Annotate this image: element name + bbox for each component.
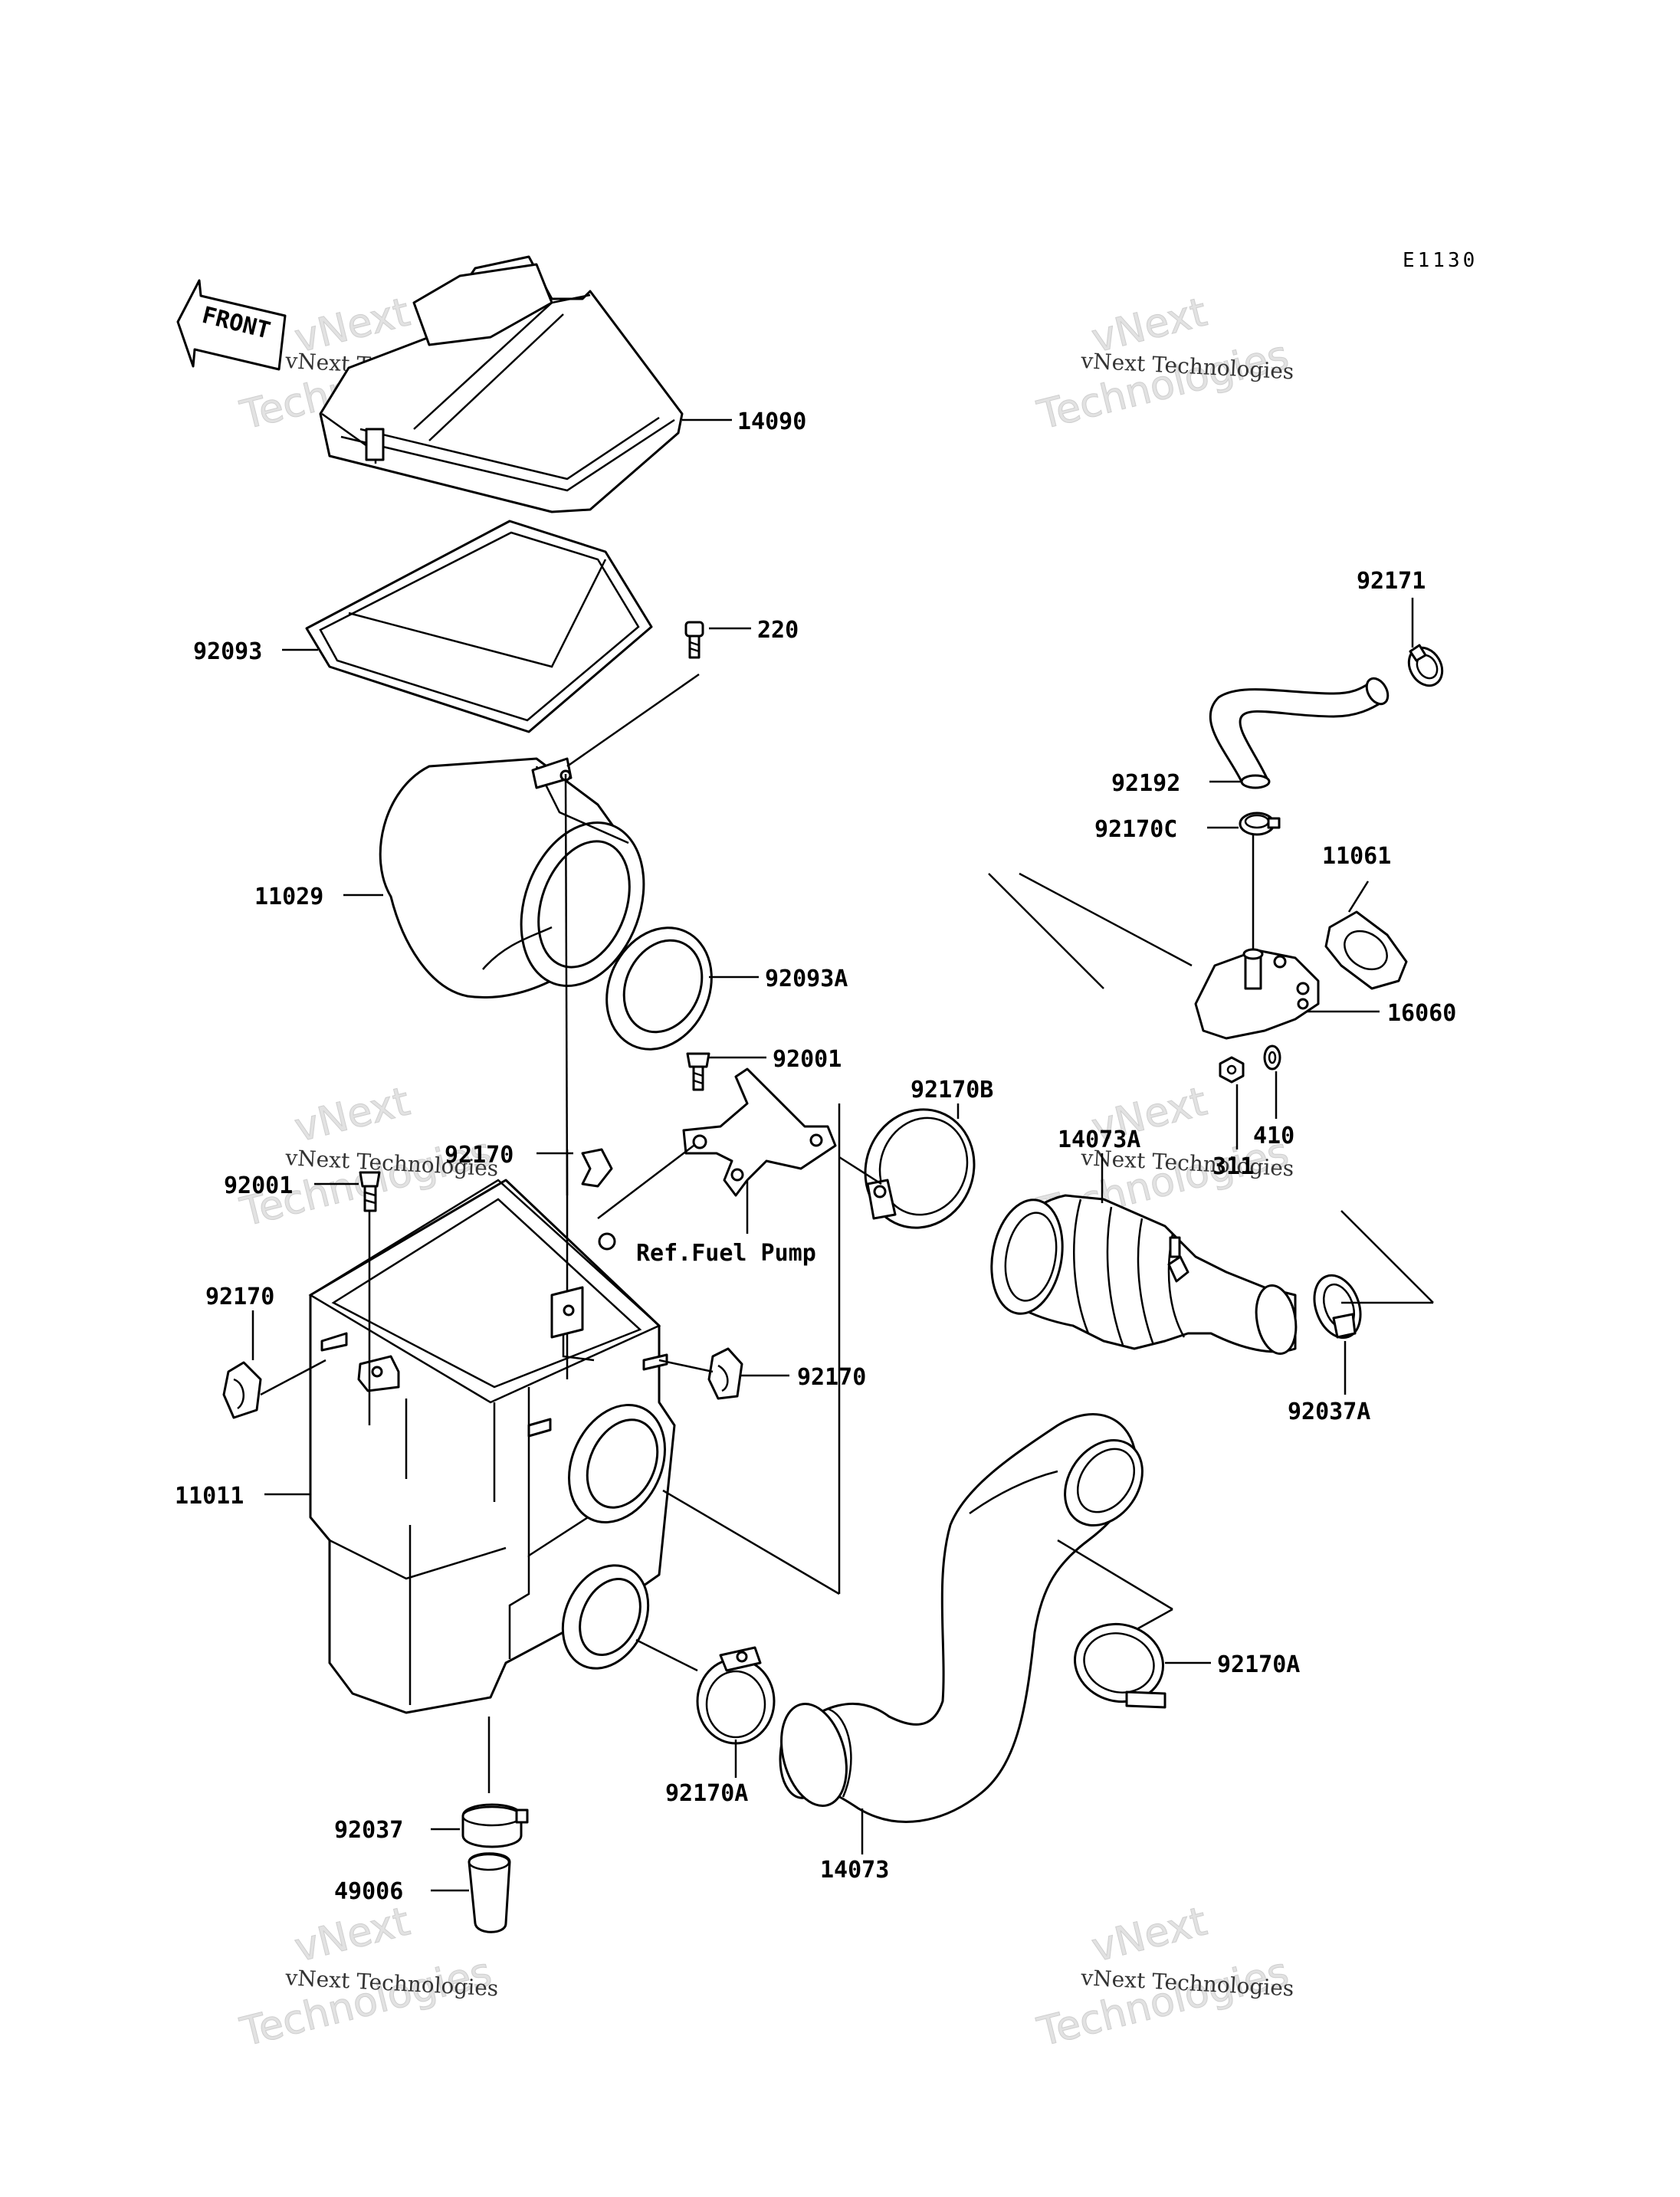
callout-labels: 14090 92093 220 11029 92093A 92001 92001… xyxy=(175,408,1456,1905)
callout-92170-right: 92170 xyxy=(797,1364,866,1391)
callout-92170a-right: 92170A xyxy=(1217,1651,1300,1678)
callout-92093: 92093 xyxy=(193,638,262,665)
clamp-92170a-lower xyxy=(696,1646,776,1745)
callout-410: 410 xyxy=(1253,1123,1294,1149)
watermark-big-top: vNext xyxy=(1088,1899,1212,1972)
intake-boot-14073a xyxy=(990,1194,1298,1356)
callout-92192: 92192 xyxy=(1111,770,1180,797)
callout-92001-lower: 92001 xyxy=(224,1172,293,1199)
clip-92170-top xyxy=(581,1148,613,1188)
callout-14090: 14090 xyxy=(737,408,806,435)
fuel-pump-bracket xyxy=(682,1067,837,1197)
callout-92037: 92037 xyxy=(334,1817,403,1844)
callout-92093a: 92093A xyxy=(765,966,848,992)
gasket-11061 xyxy=(1324,910,1408,990)
nut-311 xyxy=(1219,1056,1245,1084)
breather-fitting-16060 xyxy=(1194,948,1320,1040)
clamp-92170b xyxy=(864,1108,976,1229)
watermark-top-right: vNext Technologies vNext Technologies xyxy=(1032,289,1294,439)
watermark-big-top: vNext xyxy=(290,1899,415,1972)
intake-duct-14073 xyxy=(779,1413,1144,1823)
breather-hose-92192 xyxy=(1209,677,1390,789)
callout-11029: 11029 xyxy=(254,884,323,910)
callout-16060: 16060 xyxy=(1387,1000,1456,1027)
callout-49006: 49006 xyxy=(334,1878,403,1905)
air-filter-element xyxy=(379,757,645,998)
clamp-92171 xyxy=(1407,644,1444,687)
watermark-big-bottom: Technologies xyxy=(1033,1949,1294,2056)
seal-ring-92093a xyxy=(605,926,713,1051)
watermark-big-bottom: Technologies xyxy=(236,1949,497,2056)
callout-92001-upper: 92001 xyxy=(773,1046,842,1073)
clip-92170-right xyxy=(707,1347,743,1400)
air-cleaner-cover xyxy=(319,255,684,513)
callout-92170a-lower: 92170A xyxy=(665,1780,748,1807)
callout-311: 311 xyxy=(1212,1153,1254,1180)
case-lower-outlet xyxy=(561,1564,650,1670)
washer-410 xyxy=(1263,1044,1281,1071)
callout-14073a: 14073A xyxy=(1058,1126,1140,1153)
watermark-bottom-right: vNext Technologies vNext Technologies xyxy=(1032,1898,1294,2056)
callout-92171: 92171 xyxy=(1357,568,1426,595)
callout-92170c: 92170C xyxy=(1094,816,1177,843)
callout-220: 220 xyxy=(757,617,799,644)
tube-49006 xyxy=(468,1852,511,1933)
clamp-92037a xyxy=(1313,1274,1362,1340)
callout-92170-left: 92170 xyxy=(205,1284,274,1310)
leader-lines xyxy=(251,418,1434,1892)
bolt-92001-upper xyxy=(686,1052,710,1091)
callout-92037a: 92037A xyxy=(1288,1399,1370,1425)
callout-14073: 14073 xyxy=(820,1857,889,1884)
gasket-92093 xyxy=(305,520,653,733)
clamp-92170c xyxy=(1239,812,1281,836)
clamp-92170a-right xyxy=(1074,1622,1166,1709)
diagram-code: E1130 xyxy=(1403,249,1478,272)
case-outlet-boot xyxy=(568,1403,666,1524)
clip-92170-left xyxy=(222,1361,262,1419)
callout-11061: 11061 xyxy=(1322,843,1391,870)
watermark-bottom-left: vNext Technologies vNext Technologies xyxy=(235,1898,499,2056)
callout-11011: 11011 xyxy=(175,1483,244,1510)
screw-220 xyxy=(684,621,704,659)
callout-92170b: 92170B xyxy=(911,1077,993,1103)
watermark-big-bottom: Technologies xyxy=(1033,333,1294,439)
callout-92170-top: 92170 xyxy=(445,1142,514,1169)
front-arrow-icon: FRONT xyxy=(176,279,287,371)
bolt-92001-lower xyxy=(359,1171,381,1212)
reference-note: Ref.Fuel Pump xyxy=(636,1240,816,1267)
clamp-92037 xyxy=(461,1803,529,1848)
watermark-big-top: vNext xyxy=(290,1079,415,1152)
